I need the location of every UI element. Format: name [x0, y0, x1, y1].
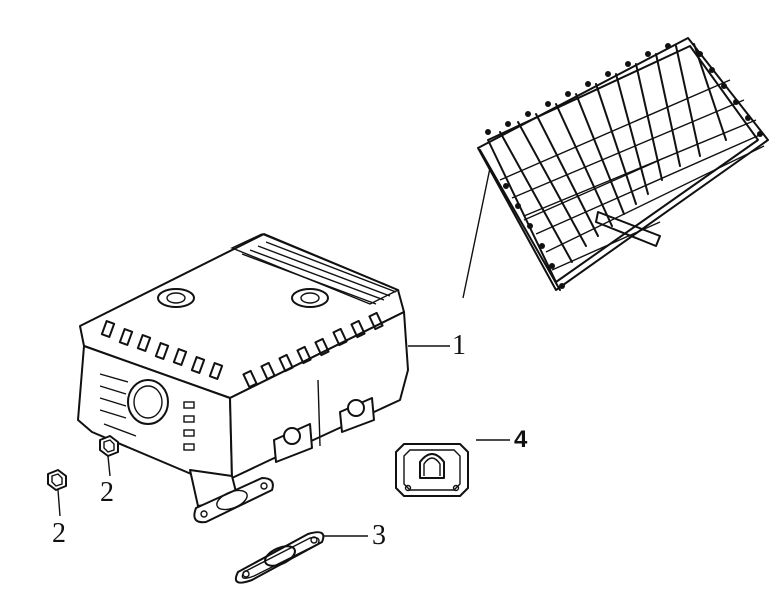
callout-label-muffler: 1	[452, 330, 466, 361]
exhaust-gasket-icon	[234, 531, 368, 584]
hex-nut-icon	[47, 435, 119, 517]
callout-label-nut-right: 2	[100, 477, 114, 508]
inlet-flange-icon	[193, 477, 274, 524]
muffler-body-icon	[77, 233, 450, 507]
callout-label-heat-shield: 4	[514, 426, 528, 453]
callout-label-nut-left: 2	[52, 518, 66, 549]
spark-arrester-screen-icon	[462, 37, 769, 299]
callout-label-gasket: 3	[372, 520, 386, 551]
heat-shield-plate-icon	[395, 439, 510, 497]
